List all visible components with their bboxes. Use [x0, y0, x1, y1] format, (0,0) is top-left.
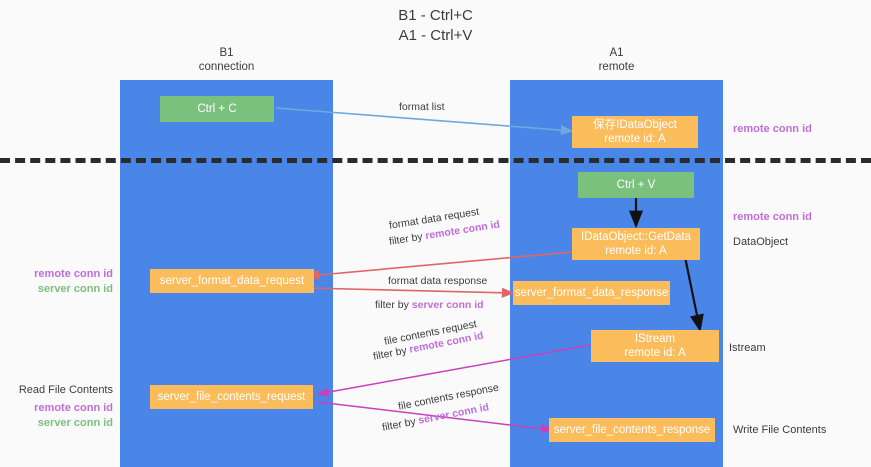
node-server-file-contents-response[interactable]: server_file_contents_response: [549, 418, 715, 442]
annotation-remote-conn-id-mid: remote conn id: [733, 211, 812, 223]
filter-key-server-conn-id: server conn id: [411, 299, 484, 311]
node-ctrl-c[interactable]: Ctrl + C: [160, 96, 274, 122]
node-istream[interactable]: IStream remote id: A: [591, 330, 719, 362]
node-ctrl-v[interactable]: Ctrl + V: [578, 172, 694, 198]
node-server-format-data-request[interactable]: server_format_data_request: [150, 269, 314, 293]
phase-divider: [0, 158, 871, 163]
annotation-left-server-conn-id-bottom: server conn id: [37, 417, 113, 429]
annotation-left-remote-conn-id-mid: remote conn id: [34, 268, 113, 280]
edge-label-format-data-response-filter: filter by server conn id: [375, 298, 484, 312]
edge-label-format-list: format list: [399, 101, 445, 113]
filter-prefix: filter by: [375, 299, 412, 311]
diagram-title: B1 - Ctrl+C A1 - Ctrl+V: [398, 7, 473, 44]
lane-heading-b1: B1 connection: [198, 47, 255, 73]
annotation-write-file-contents: Write File Contents: [733, 424, 827, 436]
edge-label-format-data-response: format data response: [388, 275, 488, 287]
annotation-read-file-contents: Read File Contents: [18, 384, 113, 396]
node-server-format-data-response[interactable]: server_format_data_response: [513, 281, 670, 305]
annotation-remote-conn-id-top: remote conn id: [733, 123, 812, 135]
filter-prefix: filter by: [372, 343, 411, 363]
annotation-istream: Istream: [729, 342, 766, 354]
node-server-file-contents-request[interactable]: server_file_contents_request: [150, 385, 313, 409]
annotation-left-server-conn-id-mid: server conn id: [37, 283, 113, 295]
annotation-dataobject: DataObject: [733, 236, 789, 248]
filter-prefix: filter by: [381, 414, 420, 434]
annotation-left-remote-conn-id-bottom: remote conn id: [34, 402, 113, 414]
node-idataobject-getdata[interactable]: IDataObject::GetData remote id: A: [572, 228, 700, 260]
filter-prefix: filter by: [388, 230, 427, 248]
node-save-idataobject[interactable]: 保存IDataObject remote id: A: [572, 116, 698, 148]
lane-heading-a1: A1 remote: [598, 47, 635, 73]
